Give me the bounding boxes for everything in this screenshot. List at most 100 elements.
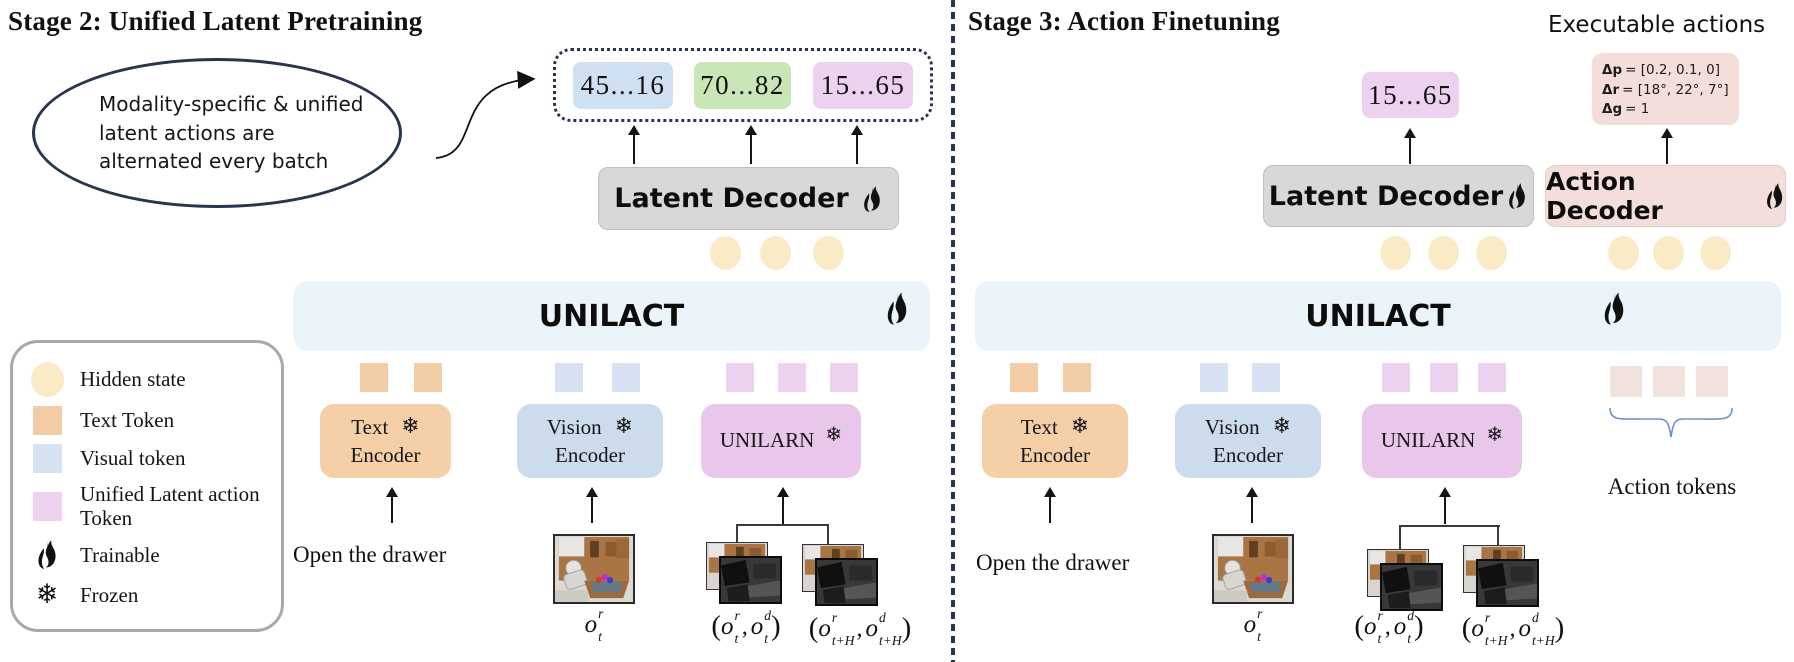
observation-pair-image [1367, 549, 1444, 612]
text-token [360, 363, 388, 392]
hidden-state-circle [1608, 236, 1639, 270]
action-value-line: Δr= [18°, 22°, 7°] [1602, 81, 1729, 98]
latent-token-text: 70...82 [694, 62, 791, 109]
snowflake-icon: ❄ [1486, 421, 1504, 446]
hidden-state-circle [1653, 236, 1684, 270]
unilact-backbone: UNILACT [293, 281, 930, 351]
hidden-state-circle [760, 236, 791, 270]
action-tokens-label: Action tokens [1607, 474, 1737, 499]
snowflake-icon: ❄ [614, 414, 634, 440]
visual-token [555, 363, 583, 392]
visual-token [1200, 363, 1228, 392]
snowflake-icon: ❄ [825, 421, 843, 446]
hidden-state-swatch [30, 361, 64, 397]
hidden-state-circle [1380, 236, 1411, 270]
vision-encoder: Vision ❄ Encoder [1175, 404, 1321, 478]
stage-divider [951, 0, 955, 662]
unilarn-encoder: UNILARN ❄ [1362, 404, 1522, 478]
legend-item: Visual token [29, 443, 269, 473]
text-encoder-label: Text [1020, 414, 1058, 439]
latent-action-token [778, 363, 806, 392]
vision-encoder-label: Encoder [1213, 442, 1283, 467]
text-encoder-label: Encoder [350, 442, 421, 467]
snowflake-icon: ❄ [35, 579, 59, 611]
connector-line [737, 524, 829, 526]
latent-token-unified: 15...65 [813, 62, 913, 109]
note-line: latent actions are [99, 120, 275, 145]
arrow-up-icon [386, 487, 398, 523]
note-line: alternated every batch [99, 149, 329, 174]
observation-pair-image [1463, 545, 1540, 608]
flame-icon [1509, 182, 1526, 209]
visual-token-swatch [32, 443, 62, 473]
legend-item: Trainable [29, 539, 269, 570]
text-token [1063, 363, 1091, 392]
arrow-up-icon [1404, 128, 1416, 164]
latent-tokens-box [553, 48, 933, 122]
latent-action-token [1478, 363, 1506, 392]
text-encoder-label: Encoder [1020, 442, 1090, 467]
action-decoder-label: Action Decoder [1546, 167, 1663, 225]
observation-pair-image [802, 544, 879, 607]
snowflake-icon: ❄ [1272, 414, 1292, 440]
flame-icon [1604, 292, 1624, 325]
hidden-state-circle [1428, 236, 1459, 270]
stage3-title: Stage 3: Action Finetuning [968, 6, 1280, 36]
instruction-text: Open the drawer [293, 542, 447, 567]
vision-encoder-label: Encoder [555, 442, 625, 467]
action-token [1610, 366, 1642, 397]
legend-item: Text Token [29, 405, 269, 435]
connector-line [1400, 525, 1500, 527]
arrow-up-icon [1044, 487, 1056, 523]
snowflake-icon: ❄ [401, 414, 420, 440]
hidden-state-circle [813, 236, 844, 270]
unilact-label: UNILACT [538, 298, 685, 334]
latent-decoder: Latent Decoder [598, 167, 899, 230]
action-decoder: Action Decoder [1545, 165, 1786, 227]
connector-line [1497, 525, 1499, 555]
action-values-box: Δp= [0.2, 0.1, 0] Δr= [18°, 22°, 7°] Δg=… [1592, 53, 1739, 125]
flame-icon [863, 185, 880, 212]
vision-encoder-label: Vision [546, 414, 602, 439]
unilarn-label: UNILARN [719, 428, 815, 453]
curved-arrow-icon [435, 70, 536, 159]
action-tokens-brace-icon [1609, 407, 1733, 438]
unilarn-encoder: UNILARN ❄ [701, 404, 861, 478]
latent-action-token [1430, 363, 1458, 392]
latent-action-token [1382, 363, 1410, 392]
flame-icon [38, 540, 56, 570]
flame-icon [1766, 182, 1782, 209]
hidden-state-circle [1476, 236, 1507, 270]
vision-encoder: Vision ❄ Encoder [517, 404, 663, 478]
latent-decoder-label: Latent Decoder [1268, 180, 1504, 212]
hidden-state-circle [1700, 236, 1731, 270]
legend-item: Hidden state [29, 361, 269, 397]
legend-item: ❄ Frozen [35, 579, 139, 611]
latent-action-token-swatch [32, 491, 62, 521]
unilact-backbone: UNILACT [975, 281, 1781, 351]
vision-encoder-label: Vision [1204, 414, 1260, 439]
arrow-up-icon [1246, 487, 1258, 523]
snowflake-icon: ❄ [1070, 414, 1090, 440]
text-token [414, 363, 442, 392]
action-token [1653, 366, 1685, 397]
text-encoder: Text ❄ Encoder [320, 404, 451, 478]
note-ellipse: Modality-specific & unified latent actio… [32, 58, 402, 208]
arrow-up-icon [586, 487, 598, 523]
action-value-line: Δg= 1 [1602, 101, 1650, 118]
action-token [1696, 366, 1728, 397]
arrow-up-icon [1439, 487, 1451, 524]
note-line: Modality-specific & unified [99, 92, 364, 117]
unilarn-label: UNILARN [1380, 428, 1476, 453]
observation-pair-image [706, 542, 783, 605]
flame-icon [887, 292, 907, 325]
latent-token-unified: 15...65 [1362, 72, 1459, 118]
arrow-up-icon [851, 125, 863, 164]
connector-line [827, 524, 829, 560]
text-encoder: Text ❄ Encoder [982, 404, 1128, 478]
